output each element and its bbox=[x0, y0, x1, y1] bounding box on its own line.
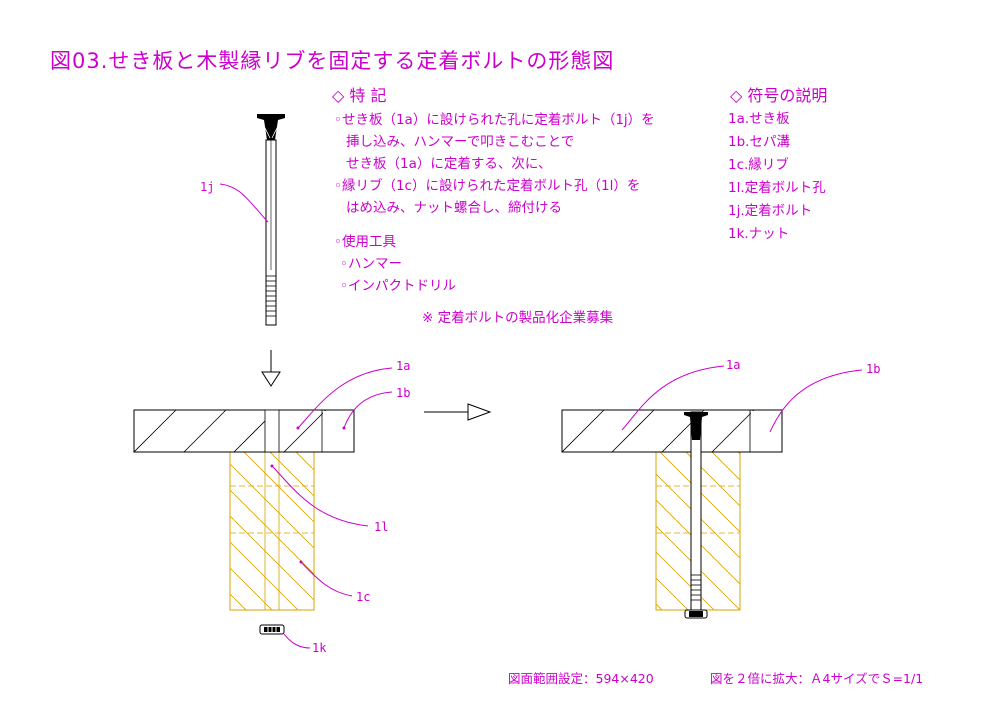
label-1a-left: 1a bbox=[396, 359, 411, 373]
assemble-arrow bbox=[424, 403, 492, 421]
legend-heading: ◇ 符号の説明 bbox=[730, 86, 828, 105]
features-heading: ◇ 特 記 bbox=[332, 86, 387, 105]
range-setting: 図面範囲設定：594×420 bbox=[508, 671, 654, 686]
label-1l: 1l bbox=[374, 520, 389, 534]
drawing-title: 図03.せき板と木製縁リブを固定する定着ボルトの形態図 bbox=[50, 49, 615, 73]
feature-line: せき板（1a）に定着する、次に、 bbox=[346, 156, 552, 172]
legend-item: 1a.せき板 bbox=[728, 111, 790, 127]
legend-item: 1b.セパ溝 bbox=[728, 134, 790, 150]
feature-line: はめ込み、ナット螺合し、締付ける bbox=[346, 200, 562, 216]
feature-line: 挿し込み、ハンマーで叩きこむことで bbox=[346, 134, 575, 150]
label-1a-right: 1a bbox=[726, 358, 741, 372]
tool-item: ◦ハンマー bbox=[340, 256, 402, 272]
nut-1k bbox=[259, 624, 285, 635]
label-1k: 1k bbox=[312, 641, 327, 655]
insert-arrow bbox=[261, 350, 281, 387]
label-1b-right: 1b bbox=[866, 362, 881, 376]
feature-line: ◦せき板（1a）に設けられた孔に定着ボルト（1j）を bbox=[334, 112, 655, 128]
right-assembly bbox=[561, 365, 863, 619]
legend-item: 1l.定着ボルト孔 bbox=[728, 180, 826, 196]
legend-item: 1c.縁リブ bbox=[728, 157, 789, 173]
tool-item: ◦インパクトドリル bbox=[340, 278, 456, 294]
recruit-note: ※ 定着ボルトの製品化企業募集 bbox=[422, 310, 614, 326]
anchor-bolt-1j bbox=[219, 114, 285, 326]
left-assembly bbox=[133, 367, 393, 649]
feature-line: ◦縁リブ（1c）に設けられた定着ボルト孔（1l）を bbox=[334, 178, 641, 194]
label-1j: 1j bbox=[200, 180, 215, 194]
label-1c: 1c bbox=[356, 590, 371, 604]
legend-item: 1j.定着ボルト bbox=[728, 203, 813, 219]
scale-note: 図を２倍に拡大：Ａ4サイズでＳ=1/1 bbox=[710, 671, 924, 686]
legend-item: 1k.ナット bbox=[728, 226, 790, 242]
tools-heading: ◦使用工具 bbox=[334, 234, 396, 250]
label-1b-left: 1b bbox=[396, 386, 411, 400]
